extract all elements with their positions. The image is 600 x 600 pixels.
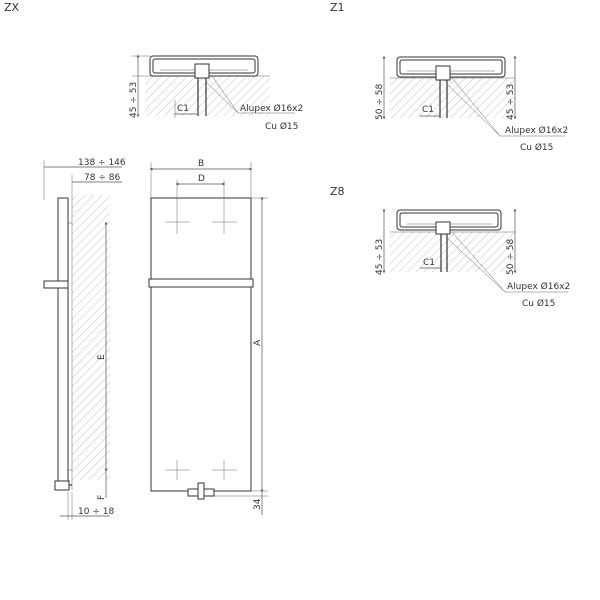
radiator-side-profile xyxy=(57,197,69,482)
view-label-z1: Z1 xyxy=(330,1,345,14)
dim-inner-depth: 78 ÷ 86 xyxy=(84,173,120,183)
view-label-zx: ZX xyxy=(4,1,20,14)
dim-bottom-gap: 10 ÷ 18 xyxy=(78,507,114,517)
dim-f: F xyxy=(97,495,107,500)
front-view: B D A 34 xyxy=(148,159,268,515)
valve-body xyxy=(435,221,451,235)
dim-34: 34 xyxy=(253,498,263,510)
radiator-inner xyxy=(399,59,503,75)
dim-outer-depth: 138 ÷ 146 xyxy=(78,158,126,168)
leader-cu xyxy=(451,77,501,137)
dim-c1-zx: C1 xyxy=(177,104,189,114)
dim-a: A xyxy=(253,339,263,346)
dim-depth-zx: 45 ÷ 53 xyxy=(129,82,139,118)
leader-cu xyxy=(451,231,506,293)
view-zx: ZX 45 ÷ 53 C1 Alupex Ø16x2 Cu Ø15 xyxy=(4,1,303,132)
dim-d: D xyxy=(198,174,205,184)
label-alupex-zx: Alupex Ø16x2 xyxy=(240,103,303,114)
leader-alupex xyxy=(205,81,239,114)
valve-side xyxy=(54,480,70,491)
valve-body xyxy=(435,65,451,81)
dim-e: E xyxy=(97,354,107,360)
towel-bar-front xyxy=(148,278,254,288)
leader-alupex xyxy=(446,237,506,293)
label-cu-zx: Cu Ø15 xyxy=(265,121,298,132)
label-alupex-z8: Alupex Ø16x2 xyxy=(507,281,570,292)
leader-alupex xyxy=(446,83,501,137)
label-cu-z8: Cu Ø15 xyxy=(522,298,555,309)
side-view: 138 ÷ 146 78 ÷ 86 E F 10 ÷ 18 xyxy=(43,158,126,520)
label-cu-z1: Cu Ø15 xyxy=(520,142,553,153)
dim-depth-right-z8: 50 ÷ 58 xyxy=(506,239,516,275)
dim-b: B xyxy=(198,159,204,169)
radiator-front xyxy=(150,197,252,492)
wall-hatch xyxy=(145,76,270,116)
dim-c1-z1: C1 xyxy=(422,105,434,115)
leader-cu xyxy=(211,75,239,114)
dim-depth-left-z1: 50 ÷ 58 xyxy=(375,84,385,120)
view-z8: Z8 45 ÷ 53 50 ÷ 58 C1 Alupex Ø16x2 Cu Ø1… xyxy=(330,185,570,309)
view-label-z8: Z8 xyxy=(330,185,345,198)
valve-body xyxy=(194,63,210,79)
label-alupex-z1: Alupex Ø16x2 xyxy=(505,125,568,136)
dim-depth-right-z1: 45 ÷ 53 xyxy=(506,84,516,120)
wall-hatch xyxy=(390,78,515,118)
dim-depth-left-z8: 45 ÷ 53 xyxy=(375,239,385,275)
valve-stem xyxy=(197,482,205,500)
wall-hatch xyxy=(72,195,110,480)
towel-bar-side xyxy=(43,280,69,289)
wall-hatch xyxy=(390,232,515,272)
view-z1: Z1 50 ÷ 58 45 ÷ 53 C1 Alupex Ø16x2 Cu Ø1… xyxy=(330,1,568,153)
dim-c1-z8: C1 xyxy=(423,258,435,268)
